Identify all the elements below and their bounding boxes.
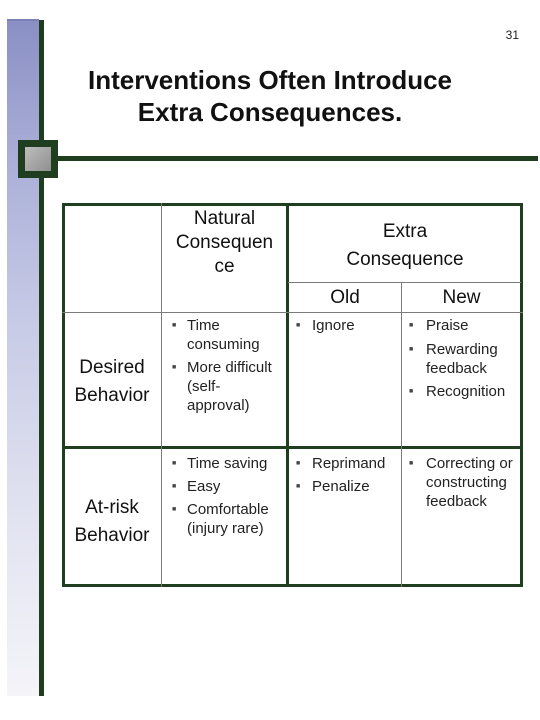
bullet-icon: ■ <box>296 460 301 467</box>
bullet-icon: ■ <box>296 483 301 490</box>
cell-atrisk-old-1: Reprimand <box>312 455 386 472</box>
bullet-icon: ■ <box>172 506 177 513</box>
header-natural: Natural Consequen ce <box>163 207 286 279</box>
cell-atrisk-old-2: Penalize <box>312 478 370 495</box>
row-label-at-risk-text: At-risk Behavior <box>74 497 150 546</box>
vertical-rule <box>39 20 44 696</box>
table-divider-label <box>161 203 162 587</box>
header-natural-text: Natural Consequen ce <box>175 208 274 277</box>
bullet-icon: ■ <box>172 483 177 490</box>
corner-square-inner <box>25 147 51 171</box>
bullet-icon: ■ <box>409 388 414 395</box>
top-accent-line <box>7 19 39 21</box>
header-new: New <box>442 287 481 308</box>
slide-title: Interventions Often Introduce Extra Cons… <box>60 64 480 128</box>
cell-desired-new-1: Praise <box>426 317 469 334</box>
row-label-desired: Desired Behavior <box>64 354 160 410</box>
cell-desired-natural-1: Time consuming <box>187 317 260 353</box>
header-extra-text: Extra Consequence <box>346 221 464 270</box>
row-label-at-risk: At-risk Behavior <box>64 494 160 550</box>
horizontal-rule <box>44 156 538 161</box>
table-border-bottom <box>62 584 523 587</box>
bullet-icon: ■ <box>409 460 414 467</box>
bullet-icon: ■ <box>409 346 414 353</box>
bullet-icon: ■ <box>172 322 177 329</box>
table-border-left <box>62 203 65 587</box>
cell-atrisk-natural-2: Easy <box>187 478 221 495</box>
cell-atrisk-natural-1: Time saving <box>187 455 268 472</box>
row-label-desired-text: Desired Behavior <box>74 357 150 406</box>
bullet-icon: ■ <box>172 460 177 467</box>
cell-desired-new-2: Rewarding feedback <box>426 341 498 377</box>
bullet-icon: ■ <box>172 364 177 371</box>
cell-desired-natural-2: More difficult (self- approval) <box>187 359 272 414</box>
table-border-top <box>62 203 523 206</box>
cell-desired-new-3: Recognition <box>426 383 506 400</box>
side-gradient-bar <box>7 20 39 696</box>
table-divider-header <box>62 312 523 313</box>
slide-title-text: Interventions Often Introduce Extra Cons… <box>87 65 453 127</box>
cell-atrisk-natural-3: Comfortable (injury rare) <box>187 501 269 537</box>
cell-atrisk-new-1: Correcting or constructing feedback <box>426 455 513 510</box>
cell-desired-old-1: Ignore <box>312 317 355 334</box>
page-number: 31 <box>505 28 519 42</box>
table-divider-old-new <box>401 282 402 587</box>
header-extra: Extra Consequence <box>289 218 521 274</box>
header-old: Old <box>330 287 360 308</box>
table-divider-subheader <box>288 282 521 283</box>
bullet-icon: ■ <box>409 322 414 329</box>
table-divider-rows <box>62 446 523 449</box>
table-divider-natural-extra <box>286 203 289 587</box>
bullet-icon: ■ <box>296 322 301 329</box>
table-border-right <box>520 203 523 587</box>
